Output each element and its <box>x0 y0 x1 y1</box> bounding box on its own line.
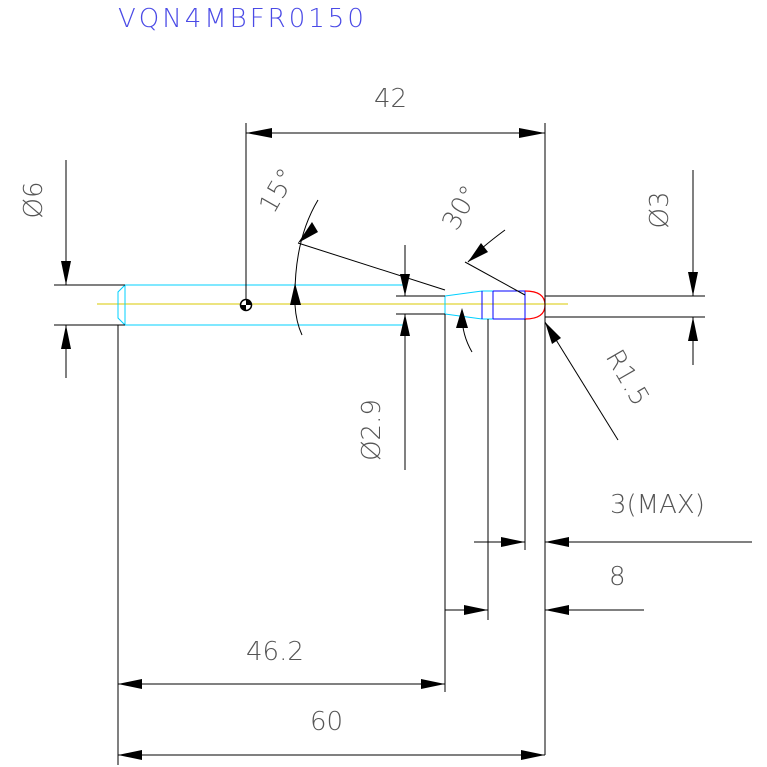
dimension-shank-dia: Ø6 <box>19 160 125 378</box>
dim-angle-30-label: 30° <box>437 181 486 236</box>
neck-outline <box>405 290 525 320</box>
dimension-42: 42 <box>245 84 546 755</box>
dim-angle-15-label: 15° <box>254 164 303 219</box>
part-number-title: VQN4MBFR0150 <box>118 4 367 34</box>
ball-nose-outline <box>524 290 546 320</box>
dim-8-label: 8 <box>609 562 626 592</box>
dim-cutter-dia-label: Ø3 <box>645 191 675 228</box>
dim-42-label: 42 <box>374 84 407 114</box>
dimension-angle-15: 15° <box>254 164 446 336</box>
dimension-cutter-dia: Ø3 <box>545 170 705 365</box>
dim-neck-dia-label: Ø2.9 <box>357 399 387 461</box>
shank-outline <box>117 284 405 326</box>
tool-outline <box>97 284 568 326</box>
dimension-8: 8 <box>445 319 644 620</box>
dim-radius-label: R1.5 <box>599 345 655 411</box>
dim-60-label: 60 <box>310 707 343 737</box>
dimension-radius: R1.5 <box>544 321 655 441</box>
flute-outline <box>481 290 526 320</box>
dimension-angle-30: 30° <box>437 181 526 353</box>
dimension-3max: 3(MAX) <box>474 319 752 550</box>
center-mark-icon <box>239 298 253 312</box>
dimension-60: 60 <box>118 707 545 760</box>
dim-3max-label: 3(MAX) <box>610 490 705 520</box>
dim-46-2-label: 46.2 <box>246 637 304 667</box>
dim-shank-dia-label: Ø6 <box>19 181 49 218</box>
dimension-46-2: 46.2 <box>117 314 446 765</box>
dimension-neck-dia: Ø2.9 <box>357 245 445 470</box>
